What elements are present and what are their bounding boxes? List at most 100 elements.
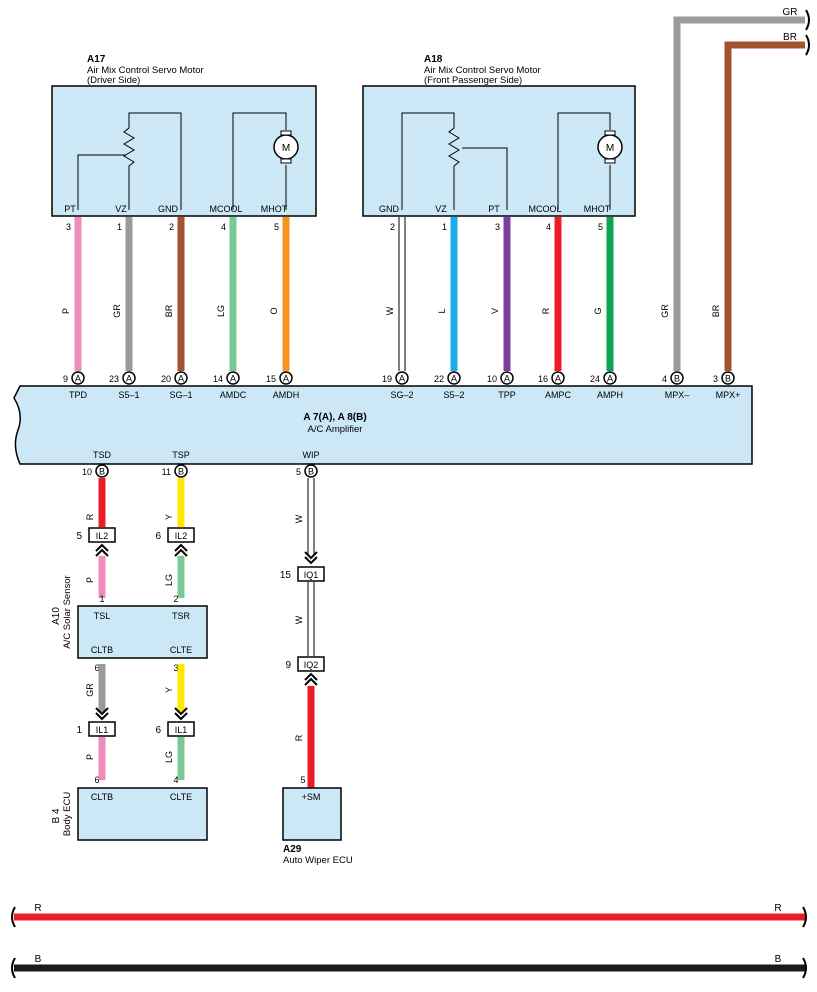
amp-top-pin-8-letter: A xyxy=(555,374,561,384)
a18-pin-num-2: 3 xyxy=(495,222,500,232)
a18-pin-num-4: 5 xyxy=(598,222,603,232)
wire-top-label-3: LG xyxy=(216,305,226,317)
amp-top-pin-num-9: 24 xyxy=(590,374,600,384)
connector-il2-right xyxy=(167,527,195,543)
connector-il1-left-num: 1 xyxy=(76,725,82,736)
il1-left-chevron xyxy=(95,707,109,721)
amp-top-pin-name-10: MPX– xyxy=(665,390,690,400)
amp-top-pin-name-2: SG–1 xyxy=(169,390,192,400)
amp-top-pin-0 xyxy=(71,371,85,385)
amp-top-pin-num-7: 10 xyxy=(487,374,497,384)
connector-iq2-label: IQ2 xyxy=(304,660,319,670)
wire-top-label-7: V xyxy=(490,308,500,314)
a18-motor-brush-top xyxy=(604,130,616,136)
amp-top-pin-11-letter: B xyxy=(725,374,731,384)
amp-top-pin-10 xyxy=(670,371,684,385)
amp-top-pin-0-letter: A xyxy=(75,374,81,384)
wire-top-label-5: W xyxy=(385,306,395,315)
a17-id: A17 xyxy=(87,54,106,65)
amp-top-pin-4 xyxy=(279,371,293,385)
amp-bottom-pin-1 xyxy=(174,464,188,478)
a18-servo-motor-box xyxy=(362,85,636,217)
amp-top-pin-num-8: 16 xyxy=(538,374,548,384)
connector-il1-right xyxy=(167,721,195,737)
a17-pin-num-3: 4 xyxy=(221,222,226,232)
b4-pin-clte: CLTE xyxy=(170,792,192,802)
wire-body-cltb-label: P xyxy=(85,754,95,760)
a10-pin-num-3: 3 xyxy=(173,663,178,673)
a18-pin-name-3: MCOOL xyxy=(528,204,561,214)
amp-top-pin-9-letter: A xyxy=(607,374,613,384)
amp-bottom-pin-2 xyxy=(304,464,318,478)
edge-label-br: BR xyxy=(783,32,797,43)
connector-il1-right-num: 6 xyxy=(155,725,161,736)
wire-cltb-label: GR xyxy=(85,683,95,697)
amp-top-pin-6 xyxy=(447,371,461,385)
amp-top-pin-7 xyxy=(500,371,514,385)
wire-top-label-11: BR xyxy=(711,304,721,317)
a17-servo-motor-box xyxy=(51,85,317,217)
amp-top-pin-num-2: 20 xyxy=(161,374,171,384)
amp-top-pin-name-4: AMDH xyxy=(273,390,300,400)
amp-top-pin-1 xyxy=(122,371,136,385)
il2-left-chevron xyxy=(95,543,109,557)
wire-gr-mpx-minus-route xyxy=(673,16,805,371)
a17-motor-label: M xyxy=(282,143,290,154)
connector-iq2-num: 9 xyxy=(285,660,291,671)
amp-top-pin-num-4: 15 xyxy=(266,374,276,384)
a18-gnd-link xyxy=(401,112,455,210)
amp-top-pin-1-letter: A xyxy=(126,374,132,384)
a17-title: Air Mix Control Servo Motor xyxy=(87,65,204,76)
amp-bottom-pin-num-2: 5 xyxy=(296,467,301,477)
wire-top-label-2: BR xyxy=(164,304,174,317)
wire-wip-mid-label: W xyxy=(294,615,304,624)
a18-motor-label: M xyxy=(606,143,614,154)
a17-motor-brush-bottom xyxy=(280,158,292,164)
amp-bottom-pin-num-1: 11 xyxy=(162,467,171,477)
a18-pin-name-1: VZ xyxy=(435,204,447,214)
a17-mcool-link xyxy=(232,112,287,210)
b4-pin-cltb: CLTB xyxy=(91,792,113,802)
a17-pt-link xyxy=(77,154,125,210)
wire-sm-label: R xyxy=(294,734,304,741)
amp-top-pin-name-9: AMPH xyxy=(597,390,623,400)
a17-subtitle: (Driver Side) xyxy=(87,75,140,86)
a10-id: A10 xyxy=(51,607,62,625)
amp-bottom-pin-0 xyxy=(95,464,109,478)
rail-r-label-left: R xyxy=(34,903,41,914)
connector-il1-left-label: IL1 xyxy=(96,725,109,735)
a17-motor-brush-top xyxy=(280,130,292,136)
wire-body-clte-label: LG xyxy=(164,751,174,763)
rail-b-break-left xyxy=(11,957,16,979)
a17-potentiometer xyxy=(123,127,135,170)
amp-top-pin-5 xyxy=(395,371,409,385)
amp-top-pin-8 xyxy=(551,371,565,385)
a29-pin-num: 5 xyxy=(300,775,305,785)
a17-pin-name-mhot: MHOT xyxy=(261,204,288,214)
a10-name: A/C Solar Sensor xyxy=(62,575,73,648)
amp-top-pin-9 xyxy=(603,371,617,385)
rail-r-break-right xyxy=(802,906,807,928)
amp-top-pin-name-7: TPP xyxy=(498,390,516,400)
wire-tsl-label: P xyxy=(85,577,95,583)
b4-name: Body ECU xyxy=(62,792,73,836)
a17-pin-name-mcool: MCOOL xyxy=(209,204,242,214)
connector-il1-left xyxy=(88,721,116,737)
a10-solar-sensor-box xyxy=(77,605,208,659)
rail-b-label-left: B xyxy=(35,954,42,965)
a29-auto-wiper-ecu-box xyxy=(282,787,342,841)
amp-top-pin-2 xyxy=(174,371,188,385)
amp-top-pin-name-11: MPX+ xyxy=(716,390,741,400)
a17-pin-name-gnd: GND xyxy=(158,204,179,214)
connector-iq1 xyxy=(297,566,325,582)
amp-top-pin-10-letter: B xyxy=(674,374,680,384)
a18-pin-name-0: GND xyxy=(379,204,400,214)
amp-top-pin-num-1: 23 xyxy=(109,374,119,384)
a18-motor-brush-bottom xyxy=(604,158,616,164)
amp-top-pin-num-0: 9 xyxy=(63,374,68,384)
b4-pin-num-6: 6 xyxy=(94,775,99,785)
wire-top-label-4: O xyxy=(269,307,279,314)
b4-body-ecu-box xyxy=(77,787,208,841)
amp-top-pin-name-0: TPD xyxy=(69,390,88,400)
a18-title: Air Mix Control Servo Motor xyxy=(424,65,541,76)
